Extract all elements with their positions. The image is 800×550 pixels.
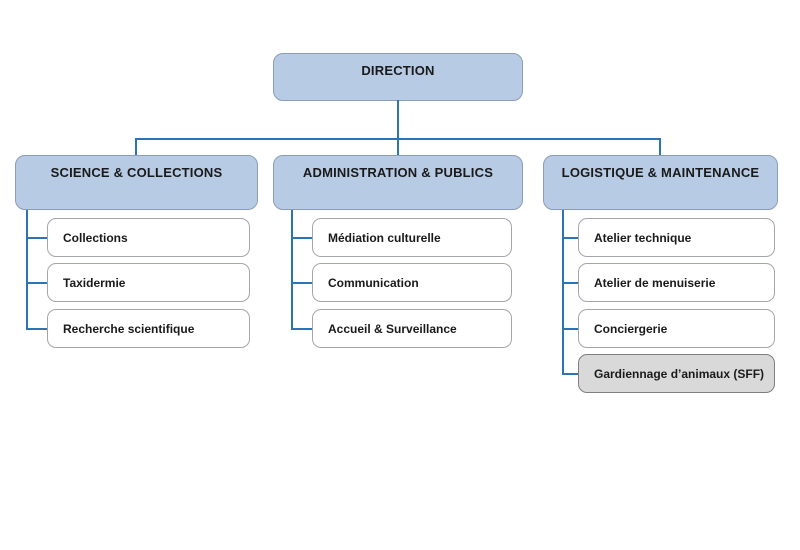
org-leaf-collections: Collections: [47, 218, 250, 257]
org-node-administration-publics: ADMINISTRATION & PUBLICS: [273, 155, 523, 210]
org-leaf-conciergerie-label: Conciergerie: [594, 321, 668, 336]
org-node-direction-label: DIRECTION: [361, 63, 435, 78]
connector-stub-taxidermie: [26, 282, 47, 284]
org-node-logistique-maintenance-label: LOGISTIQUE & MAINTENANCE: [561, 165, 760, 180]
connector-stub-atelier-menuiserie: [562, 282, 578, 284]
connector-spine-science: [26, 210, 28, 330]
org-leaf-atelier-menuiserie-label: Atelier de menuiserie: [594, 275, 716, 290]
org-leaf-atelier-technique-label: Atelier technique: [594, 230, 692, 245]
org-leaf-accueil-surveillance-label: Accueil & Surveillance: [328, 321, 457, 336]
connector-spine-administration: [291, 210, 293, 330]
connector-stub-recherche-scientifique: [26, 328, 47, 330]
org-leaf-accueil-surveillance: Accueil & Surveillance: [312, 309, 512, 348]
connector-stub-mediation-culturelle: [291, 237, 312, 239]
org-node-science-collections: SCIENCE & COLLECTIONS: [15, 155, 258, 210]
connector-drop-science: [135, 139, 137, 155]
connector-stub-accueil-surveillance: [291, 328, 312, 330]
connector-root-stem: [397, 100, 399, 139]
connector-stub-atelier-technique: [562, 237, 578, 239]
connector-spine-logistique: [562, 210, 564, 375]
org-leaf-taxidermie-label: Taxidermie: [63, 275, 126, 290]
org-node-logistique-maintenance: LOGISTIQUE & MAINTENANCE: [543, 155, 778, 210]
org-leaf-communication: Communication: [312, 263, 512, 302]
org-leaf-gardiennage-animaux: Gardiennage d’animaux (SFF): [578, 354, 775, 393]
connector-drop-administration: [397, 139, 399, 155]
connector-stub-conciergerie: [562, 328, 578, 330]
org-leaf-communication-label: Communication: [328, 275, 419, 290]
org-node-administration-publics-label: ADMINISTRATION & PUBLICS: [302, 165, 494, 180]
org-leaf-atelier-menuiserie: Atelier de menuiserie: [578, 263, 775, 302]
org-node-science-collections-label: SCIENCE & COLLECTIONS: [50, 165, 223, 180]
org-leaf-mediation-culturelle-label: Médiation culturelle: [328, 230, 441, 245]
connector-stub-gardiennage-animaux: [562, 373, 578, 375]
org-leaf-conciergerie: Conciergerie: [578, 309, 775, 348]
connector-drop-logistique: [659, 139, 661, 155]
org-leaf-taxidermie: Taxidermie: [47, 263, 250, 302]
org-leaf-mediation-culturelle: Médiation culturelle: [312, 218, 512, 257]
connector-stub-collections: [26, 237, 47, 239]
org-node-direction: DIRECTION: [273, 53, 523, 101]
org-leaf-atelier-technique: Atelier technique: [578, 218, 775, 257]
connector-stub-communication: [291, 282, 312, 284]
org-leaf-gardiennage-animaux-label: Gardiennage d’animaux (SFF): [594, 366, 765, 381]
org-leaf-recherche-scientifique-label: Recherche scientifique: [63, 321, 195, 336]
org-leaf-collections-label: Collections: [63, 230, 128, 245]
org-leaf-recherche-scientifique: Recherche scientifique: [47, 309, 250, 348]
